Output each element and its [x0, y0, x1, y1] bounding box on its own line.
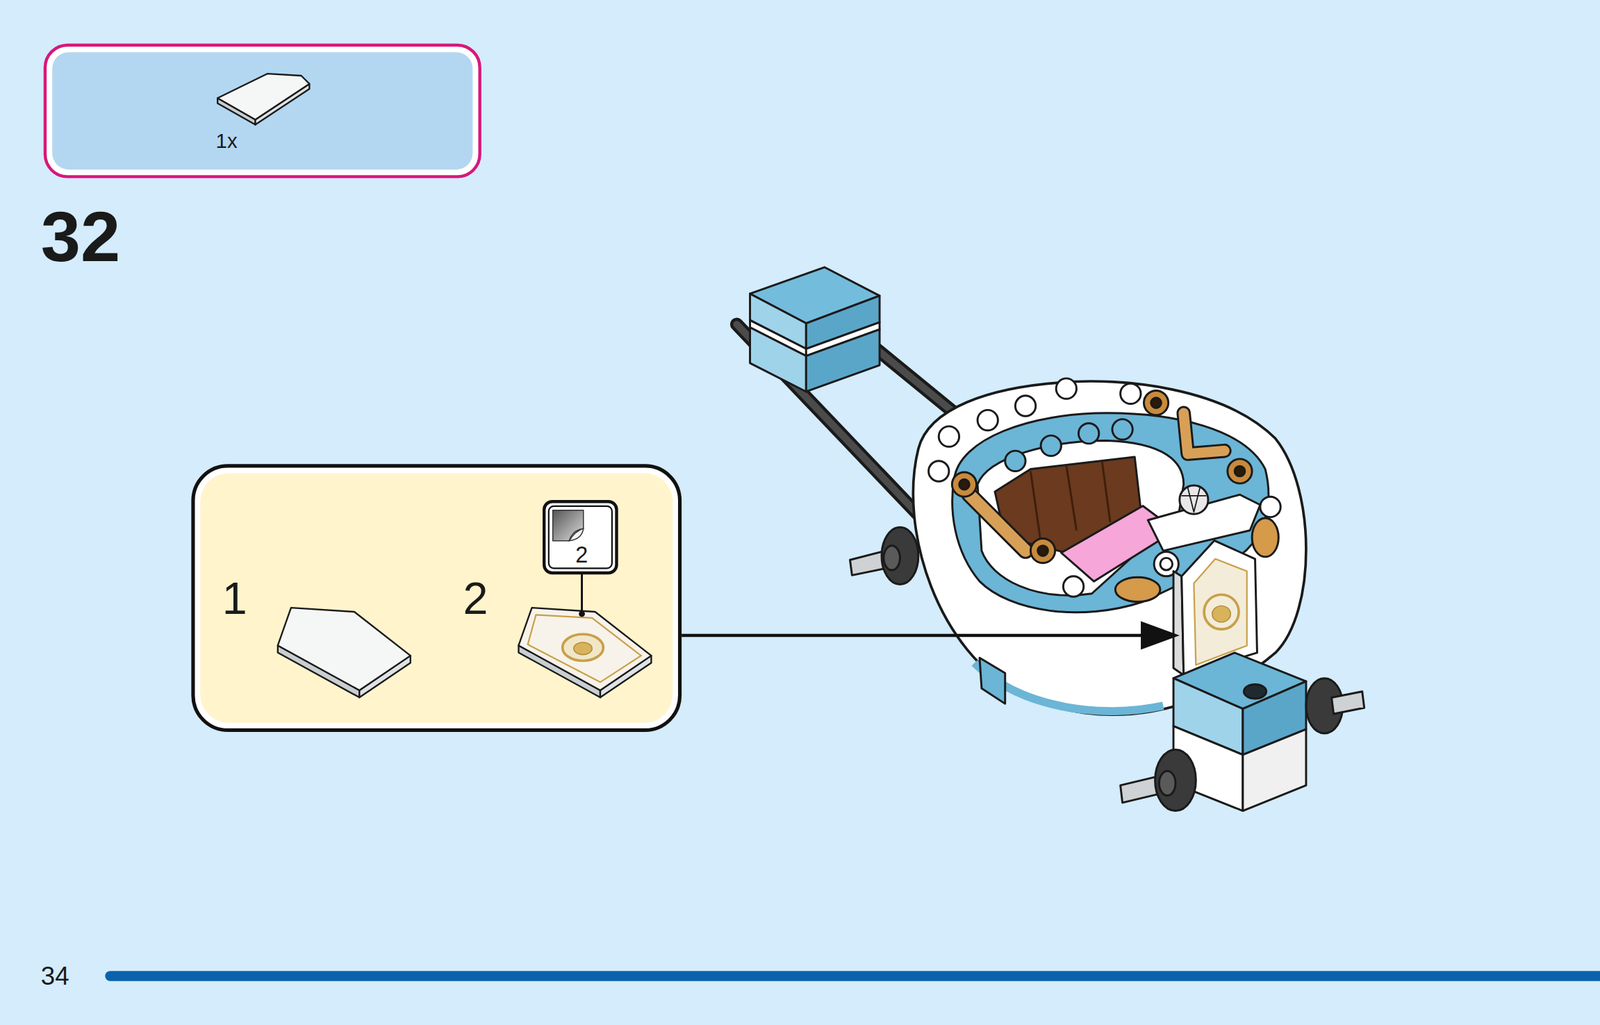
- gold-trim: [1251, 518, 1279, 558]
- carriage-body: [912, 381, 1307, 715]
- wheel: [849, 527, 918, 585]
- studs: [1040, 435, 1061, 456]
- placement-arrow: [1140, 621, 1180, 650]
- gold-trim: [1115, 577, 1161, 602]
- wheel: [881, 527, 919, 585]
- gold-trim: [969, 494, 1026, 551]
- sticker-leader: [580, 574, 583, 613]
- parts-list-box-outline: [43, 43, 483, 179]
- carriage-body: [979, 657, 1006, 704]
- gold-trim: [959, 479, 970, 490]
- gold-trim: [1037, 546, 1049, 557]
- sticker-icon-frame: [544, 501, 617, 574]
- front-pieces: [1181, 487, 1207, 513]
- front-panel: [1181, 540, 1258, 676]
- studs: [1005, 450, 1026, 472]
- front-pieces: [1179, 485, 1209, 515]
- front-panel: [1203, 594, 1239, 630]
- callout-ground: [200, 473, 673, 724]
- handle-block: [750, 267, 881, 392]
- gold-trim: [1183, 413, 1225, 455]
- wheel: [1155, 749, 1197, 811]
- tile-piece: [277, 607, 411, 691]
- sub-step-callout: 1 2 2: [191, 464, 682, 733]
- sticker-icon-frame: [548, 506, 613, 569]
- part-quantity: 1x: [216, 130, 238, 151]
- sticker-print: [562, 634, 604, 662]
- carriage-body: [1101, 461, 1111, 523]
- gold-trim: [1030, 538, 1055, 563]
- front-panel: [1212, 605, 1231, 622]
- front-panel: [1173, 540, 1257, 676]
- sticker-peel-icon: [569, 528, 585, 542]
- tile-piece: [217, 73, 310, 120]
- studs: [1260, 496, 1281, 517]
- gold-trim: [1183, 413, 1225, 455]
- wheel: [1120, 749, 1197, 811]
- placement-arrow: [681, 634, 1143, 638]
- parts-box-ground: [52, 52, 473, 170]
- wheel: [1306, 678, 1365, 734]
- studs: [1078, 423, 1099, 444]
- gold-trim: [1234, 466, 1245, 477]
- gold-trim: [969, 494, 1026, 551]
- front-block: [1243, 684, 1266, 699]
- sub-step-number: 1: [222, 576, 248, 622]
- step-number: 32: [40, 200, 121, 273]
- sticker-print: [527, 615, 641, 683]
- carriage-body: [912, 381, 1307, 715]
- carriage-body: [1030, 471, 1041, 544]
- studs: [977, 409, 998, 431]
- carriage-body: [1066, 465, 1077, 531]
- front-panel: [1193, 559, 1247, 666]
- gold-trim: [1151, 398, 1162, 409]
- studs: [1056, 378, 1077, 399]
- handle-bars: [736, 324, 924, 521]
- wheel: [1158, 771, 1175, 796]
- page-bar: [104, 971, 1600, 982]
- callout-frame: [193, 466, 681, 731]
- front-pieces: [1160, 557, 1173, 571]
- sub-step-number: 2: [462, 576, 488, 622]
- gold-trim: [951, 472, 977, 497]
- parts-list-box: 1x: [43, 43, 483, 179]
- sticker-peel-icon: [553, 509, 584, 541]
- studs: [938, 426, 959, 447]
- tile-piece: [518, 607, 651, 691]
- front-block: [1242, 729, 1307, 811]
- wheel: [1331, 691, 1365, 715]
- sticker-print: [573, 642, 592, 656]
- sticker-leader: [578, 611, 585, 618]
- handle-block: [750, 327, 807, 392]
- studs: [1120, 383, 1141, 404]
- sticker-number: 2: [575, 543, 588, 567]
- handle-bars: [736, 324, 924, 521]
- page-number: 34: [40, 963, 70, 990]
- placement-arrow: [681, 621, 1180, 650]
- sticker-icon: 2: [542, 500, 619, 575]
- wheel: [883, 546, 900, 571]
- studs: [928, 461, 950, 482]
- carriage-model: [736, 267, 1364, 812]
- studs: [1015, 396, 1036, 417]
- gold-trim: [1227, 459, 1252, 484]
- parts-box-frame: [45, 45, 481, 177]
- studs: [1062, 576, 1084, 597]
- handle-block: [805, 329, 880, 392]
- studs: [1112, 419, 1133, 440]
- gold-trim: [1143, 390, 1168, 415]
